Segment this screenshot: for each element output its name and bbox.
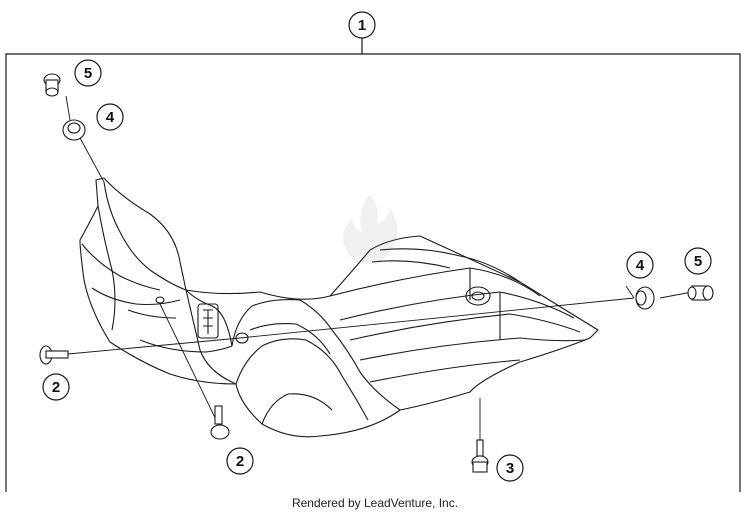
- callout-2-bottom: 2: [226, 447, 254, 475]
- leader-lines: [65, 95, 693, 452]
- bushing-right: [687, 285, 714, 301]
- footer-credit: Rendered by LeadVenture, Inc.: [291, 496, 459, 510]
- svg-text:4: 4: [636, 257, 645, 274]
- svg-text:2: 2: [52, 379, 60, 396]
- svg-text:1: 1: [358, 17, 366, 34]
- svg-text:2: 2: [236, 453, 244, 470]
- bushing-top: [43, 73, 61, 97]
- callout-5-top: 5: [74, 59, 102, 87]
- skid-plate: [79, 177, 599, 438]
- flame-watermark-icon: [343, 194, 398, 264]
- svg-text:5: 5: [84, 65, 92, 82]
- callout-5-right: 5: [684, 247, 712, 275]
- bolt-bottom-center: [210, 405, 230, 440]
- callout-2-left: 2: [42, 373, 70, 401]
- callout-4-top: 4: [96, 103, 124, 131]
- callout-3: 3: [496, 454, 524, 482]
- svg-text:4: 4: [106, 109, 115, 126]
- grommet-right: [635, 286, 655, 310]
- grommet-top: [62, 119, 86, 141]
- callout-1: 1: [348, 11, 376, 39]
- svg-text:3: 3: [506, 460, 514, 477]
- bolt-bottom-right: [471, 439, 489, 473]
- callout-4-right: 4: [626, 251, 654, 279]
- svg-text:5: 5: [694, 253, 702, 270]
- assembly-frame: [5, 38, 741, 492]
- bolt-left: [39, 345, 69, 365]
